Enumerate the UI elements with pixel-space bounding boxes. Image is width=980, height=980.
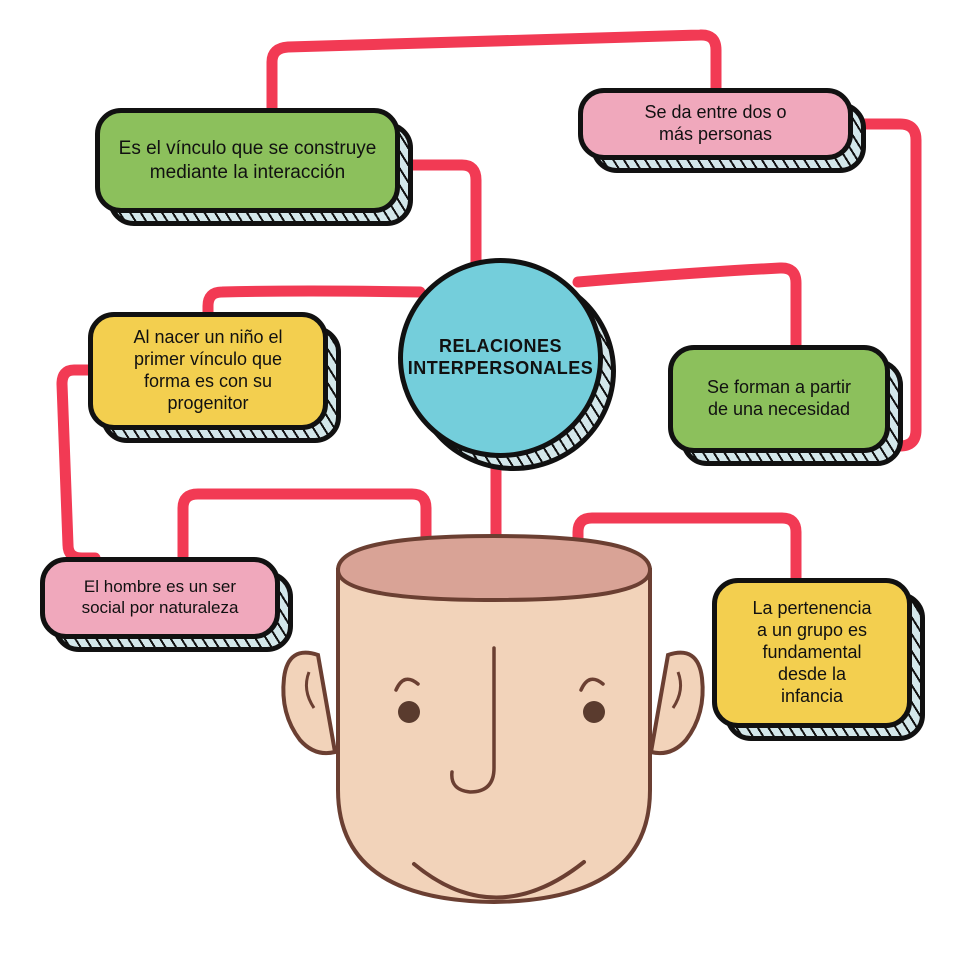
node-label: Es el vínculo que se construye mediante …: [118, 138, 377, 183]
node-primer-vinculo-progenitor[interactable]: Al nacer un niño el primer vínculo que f…: [88, 312, 341, 443]
node-label: Al nacer un niño el primer vínculo que f…: [133, 327, 283, 413]
left-ear: [281, 650, 338, 756]
center-card[interactable]: RELACIONES INTERPERSONALES: [398, 258, 603, 458]
left-eyebrow-lash: [394, 677, 420, 692]
connector-dosmas-to-necesidad: [849, 118, 922, 452]
node-card[interactable]: El hombre es un ser social por naturalez…: [40, 557, 280, 639]
brain-opening: [335, 533, 653, 603]
right-ear-inner: [671, 671, 683, 709]
node-card[interactable]: Se forman a partir de una necesidad: [668, 345, 890, 453]
center-label: RELACIONES INTERPERSONALES: [407, 336, 594, 378]
connector-head-to-grupo: [572, 512, 802, 602]
node-dos-o-mas-personas[interactable]: Se da entre dos o más personas: [578, 88, 866, 173]
node-card[interactable]: Es el vínculo que se construye mediante …: [95, 108, 400, 213]
right-eye: [583, 701, 605, 723]
node-label: El hombre es un ser social por naturalez…: [81, 577, 239, 617]
connector-hombre-to-head: [177, 488, 432, 604]
nose: [450, 646, 496, 794]
node-a-partir-de-necesidad[interactable]: Se forman a partir de una necesidad: [668, 345, 903, 466]
node-label: La pertenencia a un grupo es fundamental…: [752, 598, 872, 706]
connector-vinculo-to-dosmas: [266, 29, 722, 116]
node-label: Se forman a partir de una necesidad: [706, 377, 852, 419]
node-pertenencia-a-un-grupo[interactable]: La pertenencia a un grupo es fundamental…: [712, 578, 925, 741]
node-center-relaciones-interpersonales[interactable]: RELACIONES INTERPERSONALES: [398, 258, 616, 471]
left-eye: [398, 701, 420, 723]
mouth-smile: [412, 860, 586, 900]
node-label: Se da entre dos o más personas: [644, 102, 787, 144]
node-card[interactable]: Al nacer un niño el primer vínculo que f…: [88, 312, 328, 430]
right-eyebrow-lash: [579, 677, 605, 692]
node-card[interactable]: Se da entre dos o más personas: [578, 88, 853, 160]
node-card[interactable]: La pertenencia a un grupo es fundamental…: [712, 578, 912, 728]
left-ear-inner: [304, 671, 316, 709]
node-ser-social-por-naturaleza[interactable]: El hombre es un ser social por naturalez…: [40, 557, 293, 652]
connector-center-to-necesidad: [572, 262, 802, 354]
connector-vinculo-to-center: [398, 159, 482, 276]
connector-center-to-nacer: [202, 285, 426, 321]
node-vinculo-interaccion[interactable]: Es el vínculo que se construye mediante …: [95, 108, 413, 226]
